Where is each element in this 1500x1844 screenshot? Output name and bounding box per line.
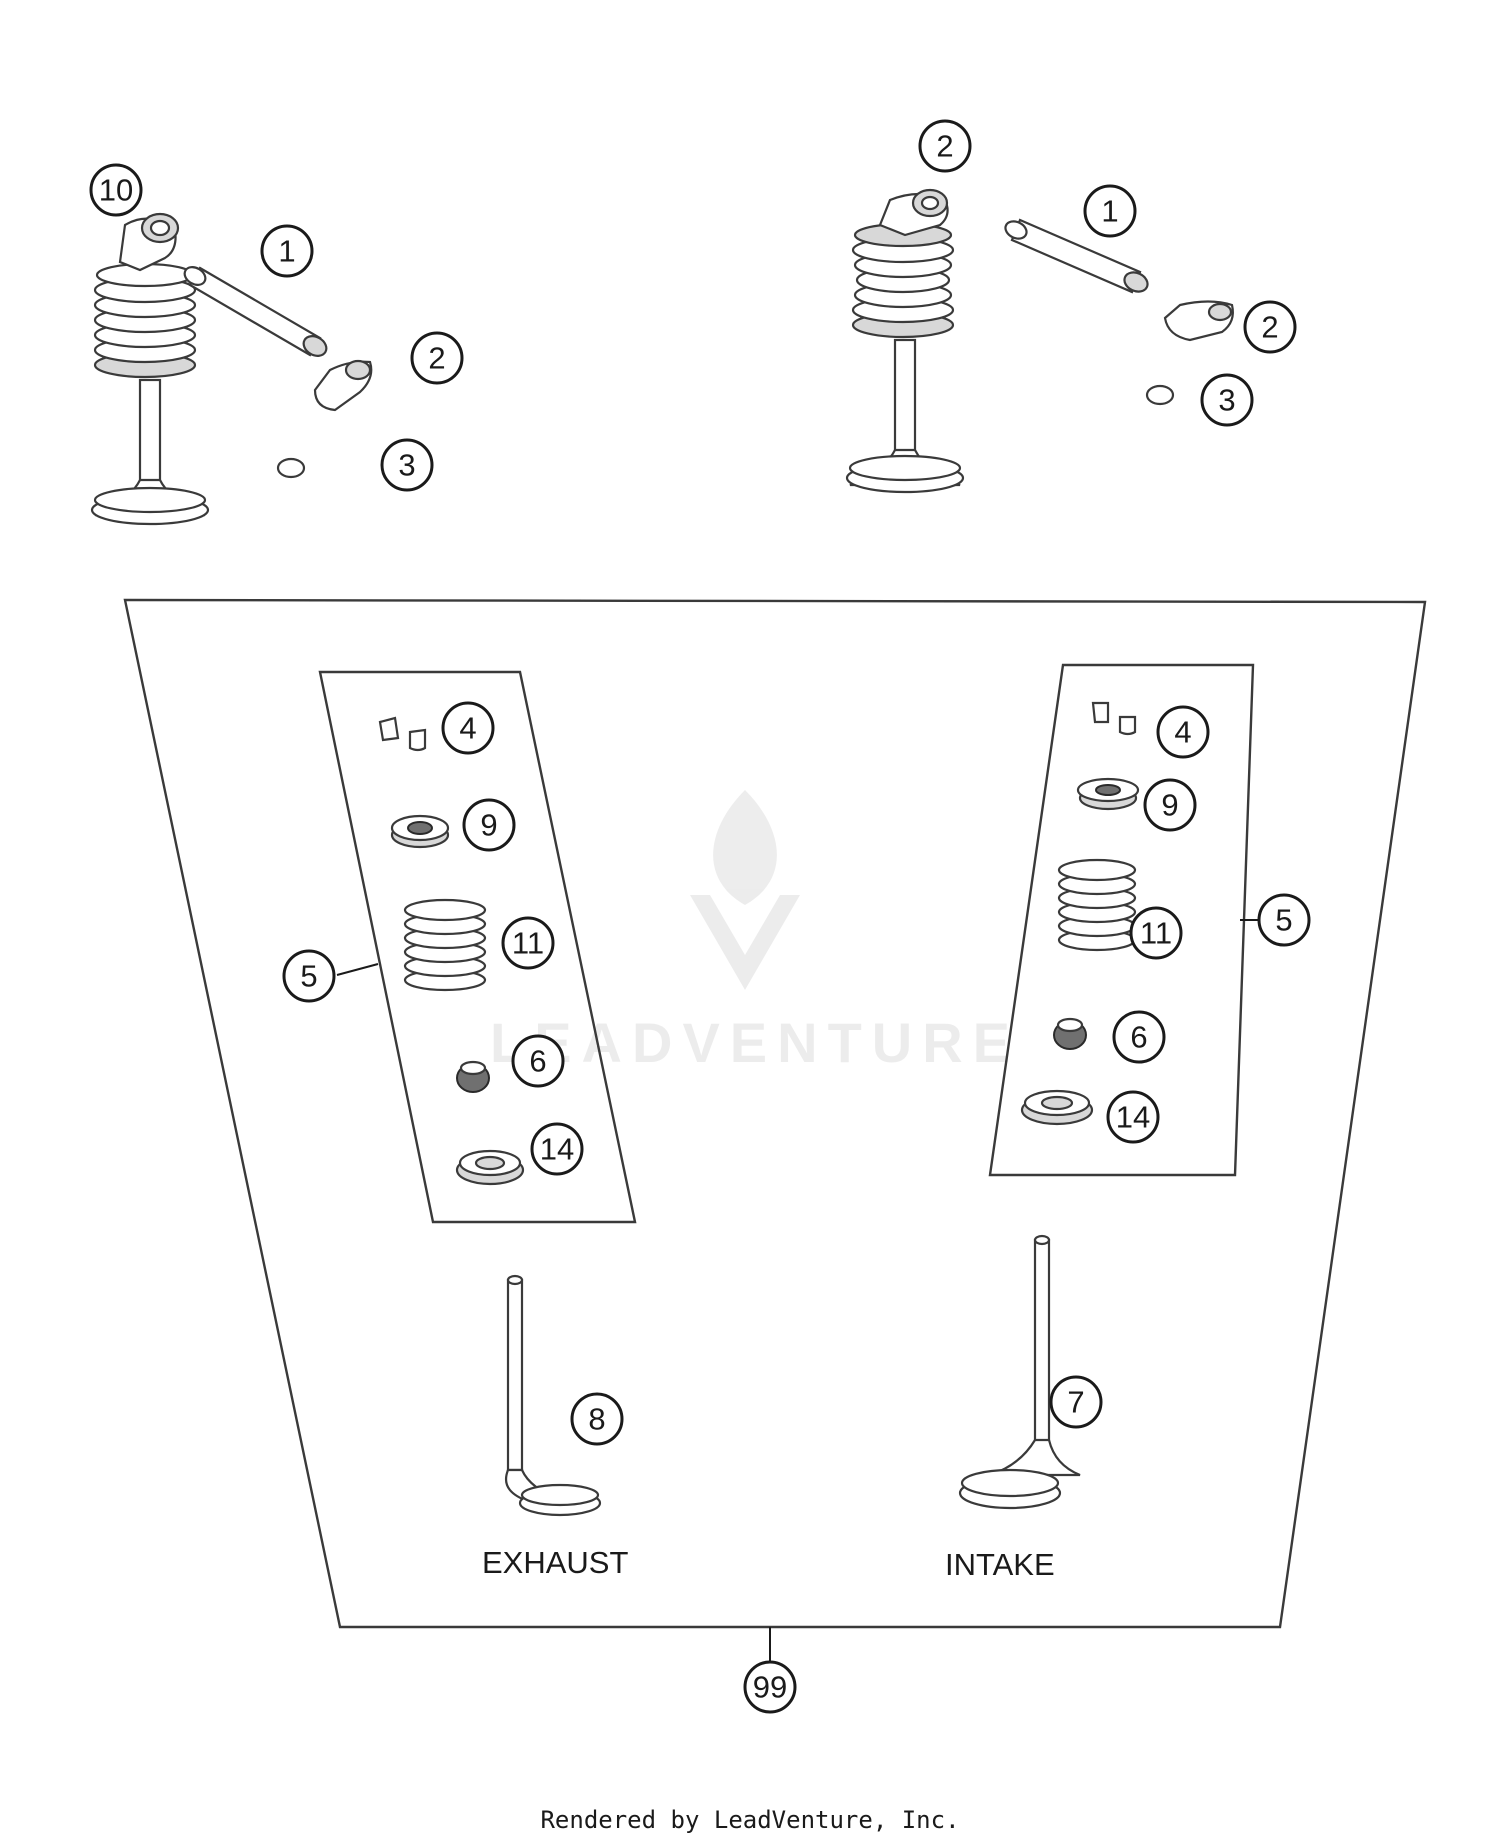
callout-14[interactable]: 14 — [1106, 1090, 1160, 1144]
svg-text:4: 4 — [1174, 715, 1191, 750]
callout-11[interactable]: 11 — [1129, 906, 1183, 960]
callout-3[interactable]: 3 — [380, 438, 434, 492]
exhaust-valve-assembly-illustration — [90, 212, 210, 526]
callout-8[interactable]: 8 — [570, 1392, 624, 1446]
svg-text:3: 3 — [398, 448, 415, 483]
svg-text:5: 5 — [1275, 903, 1292, 938]
callout-4[interactable]: 4 — [1156, 705, 1210, 759]
svg-text:14: 14 — [1116, 1100, 1150, 1135]
spring-retainer-illustration-intake — [1076, 777, 1140, 811]
svg-text:11: 11 — [512, 926, 544, 961]
intake-valve-assembly-illustration — [845, 188, 965, 494]
callout-7[interactable]: 7 — [1049, 1375, 1103, 1429]
rocker-arm-illustration-left — [313, 359, 373, 412]
rocker-shaft-illustration-right — [1004, 218, 1149, 294]
svg-text:2: 2 — [936, 129, 953, 164]
callout-1[interactable]: 1 — [1083, 184, 1137, 238]
shim-illustration-left — [276, 457, 306, 479]
leader-line-exhaust-5 — [336, 963, 379, 976]
valve-stem-seal-illustration-exhaust — [456, 1060, 490, 1093]
spring-seat-illustration-intake — [1020, 1089, 1094, 1126]
svg-text:6: 6 — [529, 1044, 546, 1079]
svg-text:9: 9 — [1161, 788, 1178, 823]
svg-text:5: 5 — [300, 959, 317, 994]
valve-keepers-illustration-intake — [1091, 701, 1137, 736]
svg-text:11: 11 — [1140, 916, 1172, 951]
leadventure-watermark-logo — [690, 790, 800, 990]
svg-text:1: 1 — [1101, 194, 1118, 229]
svg-text:99: 99 — [753, 1670, 787, 1705]
callout-4[interactable]: 4 — [441, 701, 495, 755]
exhaust-spring-kit-outline — [318, 670, 637, 1224]
svg-text:2: 2 — [1261, 310, 1278, 345]
footer-credit: Rendered by LeadVenture, Inc. — [540, 1806, 960, 1834]
callout-5[interactable]: 5 — [1257, 893, 1311, 947]
valve-stem-seal-illustration-intake — [1053, 1017, 1087, 1050]
svg-text:4: 4 — [459, 711, 476, 746]
valve-spring-illustration-exhaust — [403, 898, 487, 992]
svg-text:2: 2 — [428, 341, 445, 376]
callout-6[interactable]: 6 — [511, 1034, 565, 1088]
intake-label: INTAKE — [945, 1547, 1055, 1582]
callout-10[interactable]: 10 — [89, 163, 143, 217]
spring-retainer-illustration-exhaust — [390, 814, 450, 849]
rocker-arm-illustration-right — [1163, 300, 1234, 342]
callout-9[interactable]: 9 — [462, 798, 516, 852]
svg-text:14: 14 — [540, 1132, 574, 1167]
callout-2[interactable]: 2 — [1243, 300, 1297, 354]
callout-3[interactable]: 3 — [1200, 373, 1254, 427]
shim-illustration-right — [1145, 384, 1175, 406]
svg-text:9: 9 — [480, 808, 497, 843]
callout-14[interactable]: 14 — [530, 1122, 584, 1176]
valve-keepers-illustration-exhaust — [378, 716, 427, 752]
callout-2[interactable]: 2 — [918, 119, 972, 173]
callout-6[interactable]: 6 — [1112, 1010, 1166, 1064]
intake-valve-illustration — [958, 1234, 1081, 1510]
svg-text:3: 3 — [1218, 383, 1235, 418]
svg-text:1: 1 — [278, 234, 295, 269]
exhaust-label: EXHAUST — [482, 1545, 628, 1580]
kit-outline — [123, 598, 1427, 1629]
callout-11[interactable]: 11 — [501, 916, 555, 970]
intake-spring-kit-outline — [988, 663, 1255, 1177]
callout-99[interactable]: 99 — [743, 1660, 797, 1714]
callout-2[interactable]: 2 — [410, 331, 464, 385]
svg-text:10: 10 — [99, 173, 133, 208]
valve-spring-illustration-intake — [1057, 858, 1137, 952]
callout-5[interactable]: 5 — [282, 949, 336, 1003]
svg-text:8: 8 — [588, 1402, 605, 1437]
spring-seat-illustration-exhaust — [455, 1149, 525, 1186]
callout-1[interactable]: 1 — [260, 224, 314, 278]
exhaust-valve-illustration — [504, 1274, 602, 1517]
callout-9[interactable]: 9 — [1143, 778, 1197, 832]
watermark-text: LEADVENTURE — [490, 1011, 1020, 1074]
svg-text:7: 7 — [1067, 1385, 1084, 1420]
rocker-shaft-illustration-left — [183, 266, 328, 357]
svg-text:6: 6 — [1130, 1020, 1147, 1055]
